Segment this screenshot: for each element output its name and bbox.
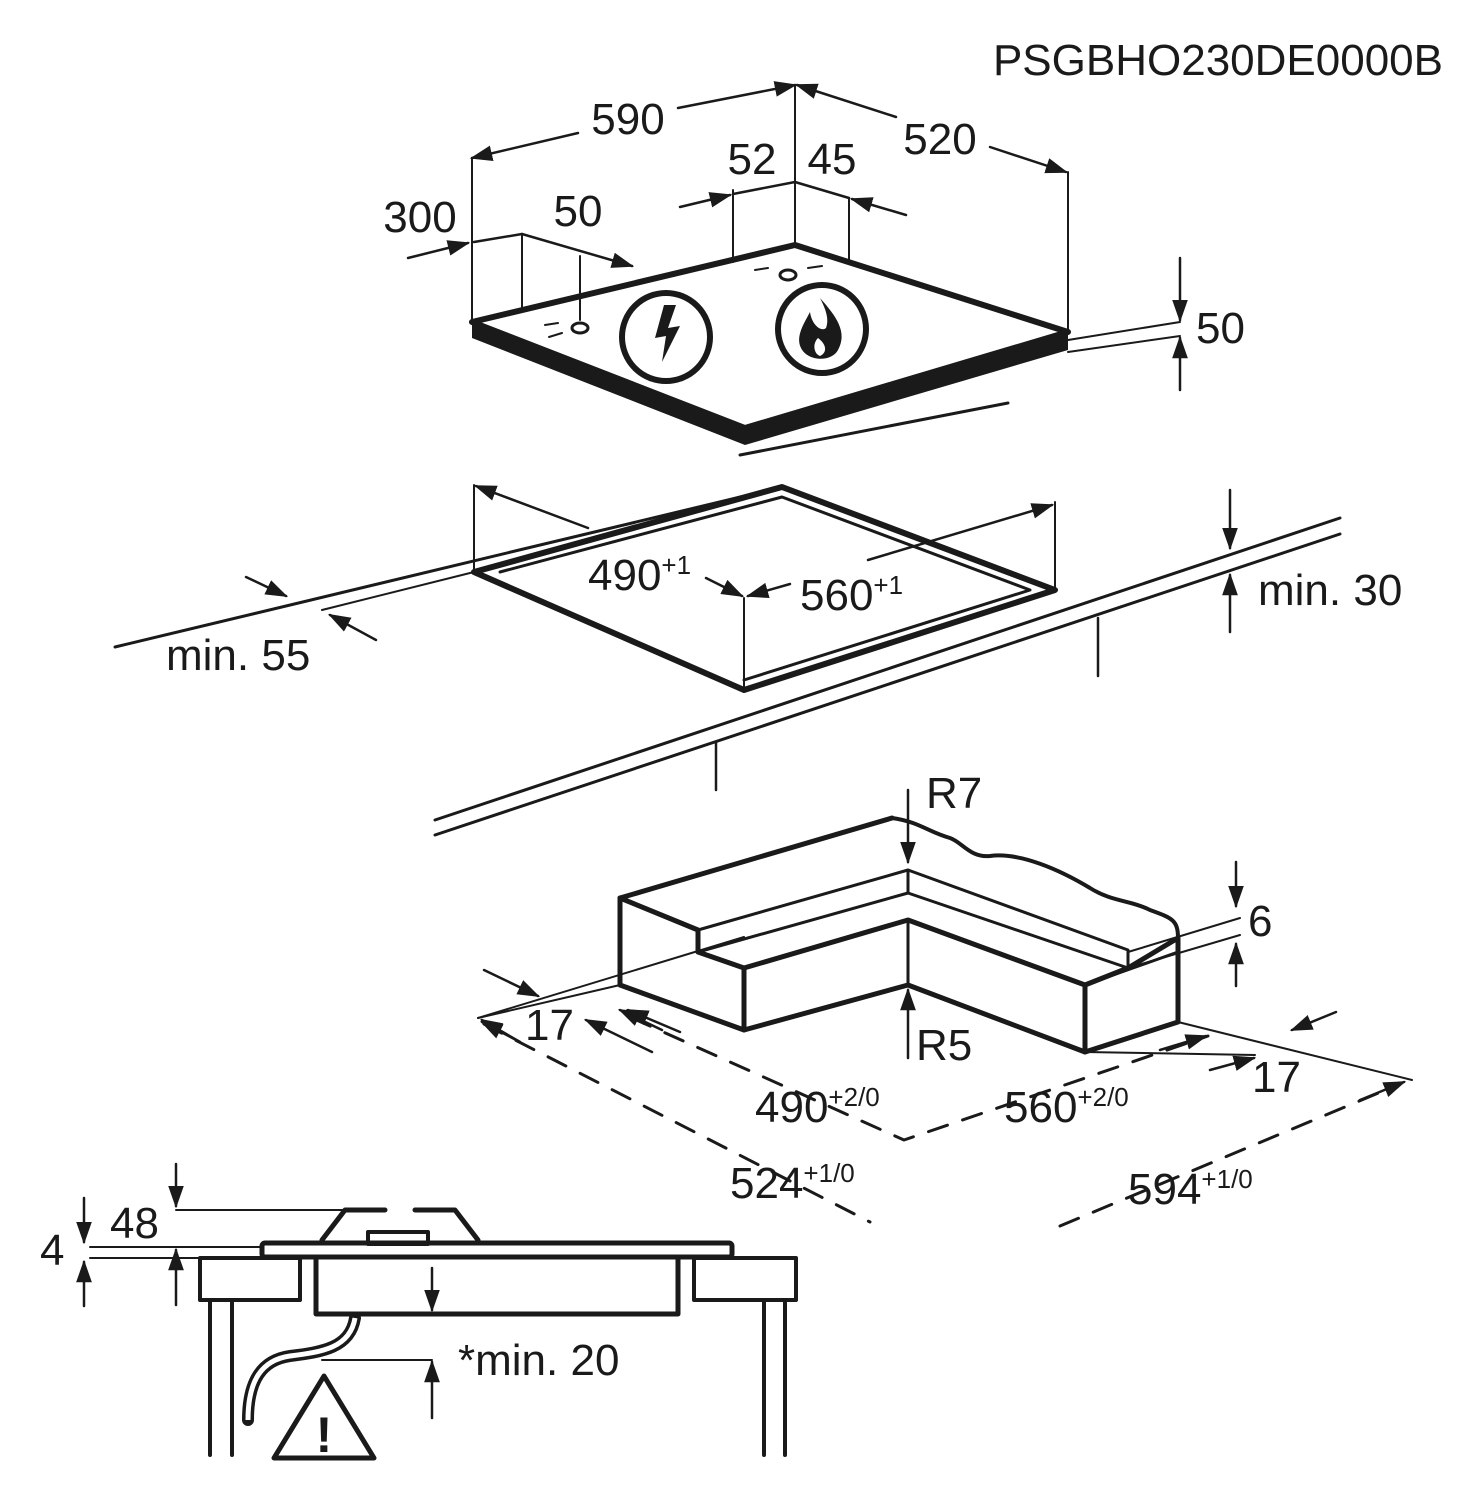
radius-r5-label: R5 (916, 1021, 972, 1070)
min-clearance-label: *min. 20 (458, 1336, 619, 1385)
worktop-right (692, 1256, 798, 1302)
electric-symbol-icon (619, 290, 713, 384)
outer-depth-label: 524+1/0 (730, 1158, 855, 1208)
document-code: PSGBHO230DE0000B (993, 36, 1443, 85)
worktop-back-edge (113, 485, 784, 649)
cutout-view: 490+1 560+1 min. 55 min. 30 (113, 484, 1402, 837)
hob-body (313, 1254, 681, 1317)
connector-hole-left (570, 321, 590, 335)
connector-hole-right (778, 268, 798, 282)
connector-offset-52-label: 52 (728, 135, 777, 184)
rebate-break-line (890, 816, 1180, 940)
rear-clearance-label: min. 30 (1258, 566, 1402, 615)
hob-edge (472, 324, 1068, 445)
section-height-4-label: 4 (40, 1226, 64, 1275)
worktop-front-edge-bottom (433, 532, 1342, 837)
connector-offset-50-label: 50 (554, 187, 603, 236)
connector-offset-300-label: 300 (383, 193, 456, 242)
hob-height-label: 50 (1196, 304, 1245, 353)
rebate-top-left-edge (617, 815, 895, 901)
inner-depth-label: 490+2/0 (755, 1082, 880, 1132)
gas-flame-icon (775, 282, 869, 376)
radius-r7-label: R7 (926, 769, 982, 818)
cutout-depth-label: 490+1 (588, 550, 691, 600)
hob-depth-label: 520 (903, 115, 976, 164)
hob-width-label: 590 (591, 95, 664, 144)
outer-width-label: 594+1/0 (1128, 1164, 1253, 1214)
cutout-width-label: 560+1 (800, 570, 903, 620)
rebate-right-label: 17 (1252, 1053, 1301, 1102)
front-clearance-label: min. 55 (166, 631, 310, 680)
worktop-front-edge-top (433, 516, 1342, 822)
hob-view: 590 520 300 50 52 45 50 (383, 81, 1245, 457)
section-height-48-label: 48 (110, 1199, 159, 1248)
svg-text:!: ! (316, 1407, 333, 1463)
worktop-left (198, 1256, 302, 1302)
hob-plate (469, 242, 1071, 431)
rebate-left-label: 17 (525, 1001, 574, 1050)
section-view: *min. 20 48 4 ! (40, 1162, 798, 1463)
inner-width-label: 560+2/0 (1004, 1082, 1129, 1132)
flush-mount-view: R7 R5 6 17 17 490+2/0 560+2/0 (477, 769, 1413, 1228)
warning-icon: ! (271, 1373, 377, 1463)
hob-glass (259, 1240, 735, 1260)
rebate-depth-label: 6 (1248, 897, 1272, 946)
connector-offset-45-label: 45 (808, 135, 857, 184)
